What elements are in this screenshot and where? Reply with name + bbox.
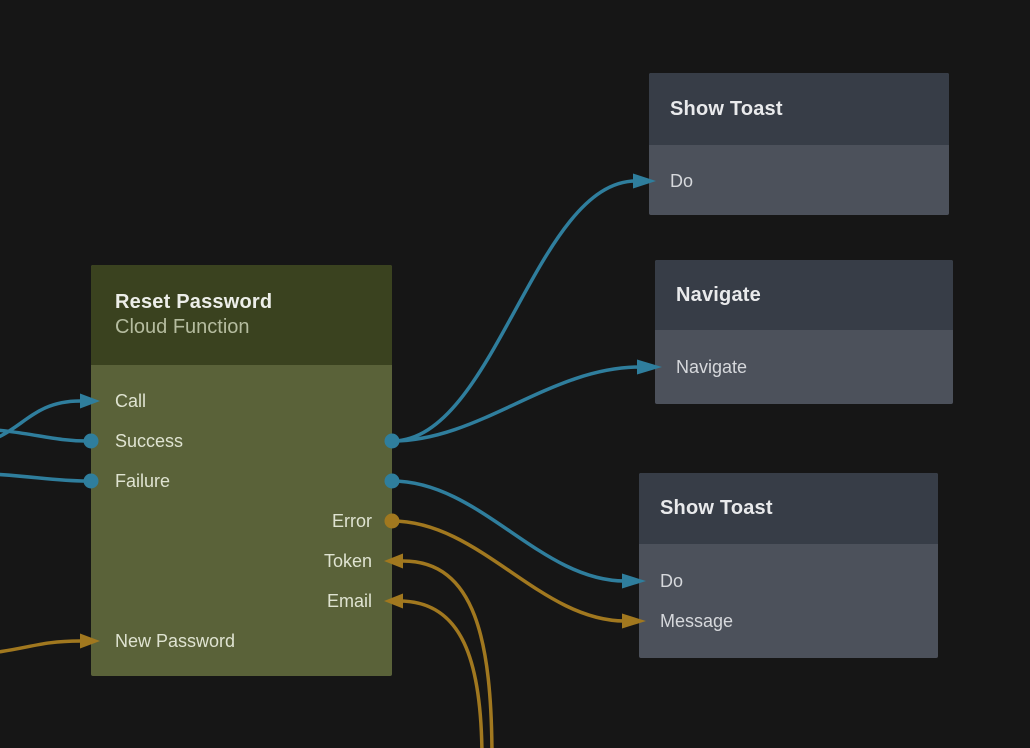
node-title: Show Toast <box>660 497 773 519</box>
port-label-failure: Failure <box>115 471 171 491</box>
port-label-do: Do <box>660 571 684 591</box>
port-label-error: Error <box>332 511 372 531</box>
edge-into-call <box>0 399 82 439</box>
node-reset-password-header: Reset Password Cloud Function <box>91 265 392 365</box>
edge-success-to-show-toast-top-do <box>390 179 638 443</box>
port-label-message: Message <box>660 611 734 631</box>
node-title: Navigate <box>676 283 761 306</box>
port-label-new-password: New Password <box>115 631 236 651</box>
edge-error-to-show-toast-bottom-message <box>390 519 627 623</box>
port-label-email: Email <box>326 591 372 611</box>
node-show-toast-bottom-header: Show Toast <box>639 473 938 544</box>
edge-into-success <box>0 428 89 443</box>
edge-failure-to-show-toast-bottom-do <box>390 479 627 583</box>
node-reset-password[interactable]: Reset Password Cloud Function Call Succe… <box>91 265 392 676</box>
port-label-success: Success <box>115 431 184 451</box>
node-show-toast-bottom[interactable]: Show Toast Do Message <box>639 473 938 658</box>
node-title: Reset Password <box>115 291 273 313</box>
edge-success-to-navigate <box>390 365 642 443</box>
node-title: Show Toast <box>670 97 783 120</box>
port-label-navigate: Navigate <box>676 357 748 377</box>
port-label-do: Do <box>670 171 694 191</box>
edge-into-email <box>397 599 484 748</box>
edge-into-failure <box>0 472 89 483</box>
node-navigate-header: Navigate <box>655 260 953 330</box>
node-subtitle: Cloud Function <box>115 316 250 338</box>
node-show-toast-top-header: Show Toast <box>649 73 949 145</box>
edge-into-token <box>401 559 494 748</box>
edge-into-new-password <box>0 639 82 654</box>
port-label-token: Token <box>323 551 372 571</box>
node-show-toast-top[interactable]: Show Toast Do <box>649 73 949 215</box>
port-label-call: Call <box>115 391 147 411</box>
node-navigate[interactable]: Navigate Navigate <box>655 260 953 404</box>
